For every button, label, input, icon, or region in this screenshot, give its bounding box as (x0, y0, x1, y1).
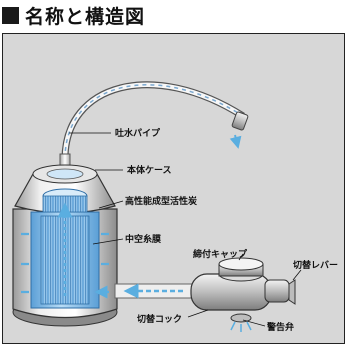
label-activated-carbon: 高性能成型活性炭 (125, 195, 197, 207)
heading-square-icon (2, 6, 19, 24)
diagram-panel: 吐水パイプ 本体ケース 高性能成型活性炭 中空糸膜 締付キャップ 切替レバー 切… (2, 33, 345, 344)
structure-diagram: 吐水パイプ 本体ケース 高性能成型活性炭 中空糸膜 締付キャップ 切替レバー 切… (12, 81, 338, 333)
label-spout-pipe: 吐水パイプ (115, 127, 161, 139)
inlet-hose (114, 283, 196, 299)
leader-lines (69, 132, 302, 327)
filter-cartridge (21, 188, 109, 309)
heading: 名称と構造図 (2, 2, 145, 28)
switch-cock-assembly (190, 257, 296, 332)
label-hollow-fiber: 中空糸膜 (125, 233, 162, 245)
page-title: 名称と構造図 (25, 5, 146, 28)
label-switch-lever: 切替レバー (293, 259, 338, 271)
label-warning-valve: 警告弁 (267, 321, 294, 333)
label-body-case: 本体ケース (127, 164, 172, 176)
label-switch-cock: 切替コック (137, 313, 182, 325)
label-tightening-cap: 締付キャップ (193, 248, 248, 260)
